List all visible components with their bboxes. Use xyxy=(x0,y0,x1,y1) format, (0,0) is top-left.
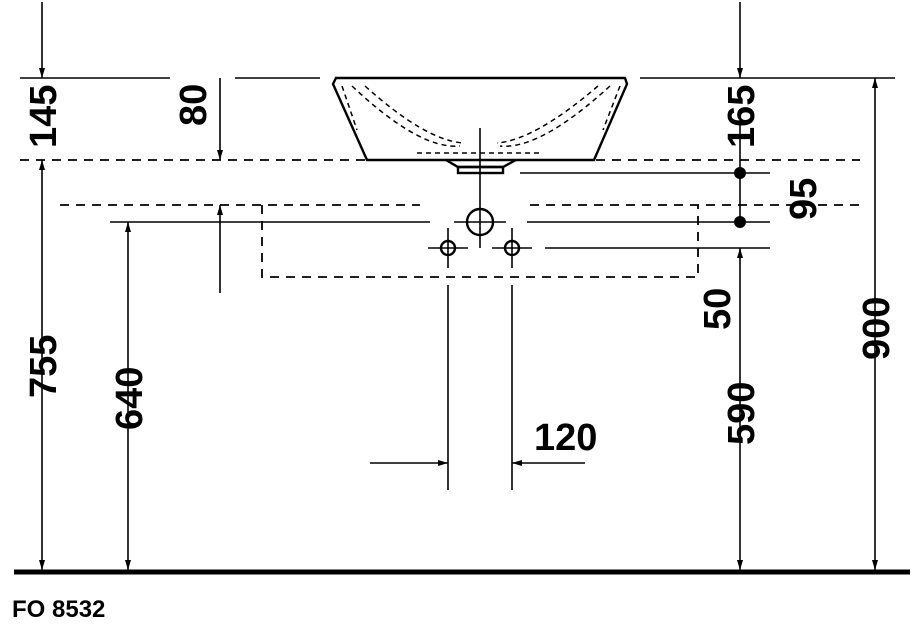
dimension-lines xyxy=(39,2,878,570)
dim-50: 50 xyxy=(697,288,739,330)
dim-900: 900 xyxy=(856,297,898,360)
dim-755: 755 xyxy=(23,335,65,398)
dim-640: 640 xyxy=(109,367,151,430)
dim-95: 95 xyxy=(783,178,825,220)
drawing-code: FO 8532 xyxy=(12,596,105,623)
dim-145: 145 xyxy=(23,85,65,148)
centerline-and-holes xyxy=(428,128,532,268)
dim-120: 120 xyxy=(534,417,597,459)
dim-165: 165 xyxy=(721,85,763,148)
dim-80: 80 xyxy=(173,84,215,126)
reference-lines xyxy=(20,77,895,490)
dim-590: 590 xyxy=(721,382,763,445)
